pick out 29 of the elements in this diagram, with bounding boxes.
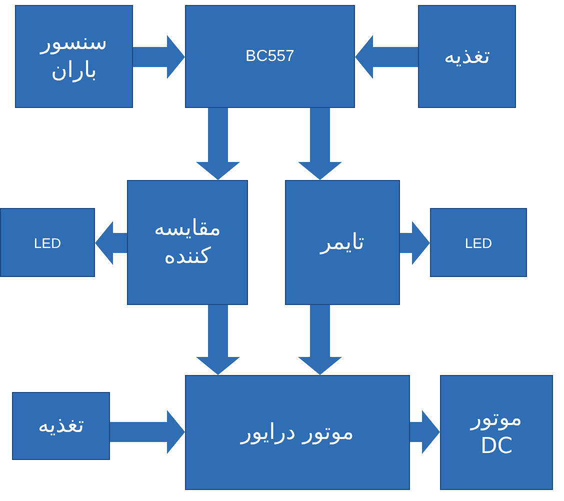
block-arrow xyxy=(410,410,440,454)
process-box xyxy=(418,5,516,108)
block-arrow xyxy=(400,221,430,265)
block-arrow xyxy=(355,35,418,79)
process-box xyxy=(12,392,110,460)
box-label: موتور DC xyxy=(469,404,524,460)
box-label: تغذیه xyxy=(36,412,86,440)
box-label: BC557 xyxy=(244,48,296,66)
process-box xyxy=(440,375,553,490)
block-arrow xyxy=(196,305,240,375)
process-box xyxy=(15,5,133,108)
block-arrow xyxy=(196,108,240,180)
block-arrow xyxy=(95,221,127,265)
process-box xyxy=(285,180,400,305)
process-box xyxy=(185,375,410,490)
box-label: تغذیه xyxy=(442,42,492,70)
process-box xyxy=(185,5,355,108)
box-label: LED xyxy=(32,234,62,250)
box-label: موتور درایور xyxy=(239,418,355,446)
process-box xyxy=(0,208,95,277)
box-label: LED xyxy=(464,234,494,250)
block-arrow xyxy=(133,35,185,79)
block-arrow xyxy=(110,410,185,454)
box-label: مقایسه کننده xyxy=(152,214,222,270)
box-label: تایمر xyxy=(318,228,366,256)
process-box xyxy=(430,208,527,277)
process-box xyxy=(127,180,248,305)
block-arrow xyxy=(298,108,342,180)
box-label: سنسور باران xyxy=(38,28,108,84)
